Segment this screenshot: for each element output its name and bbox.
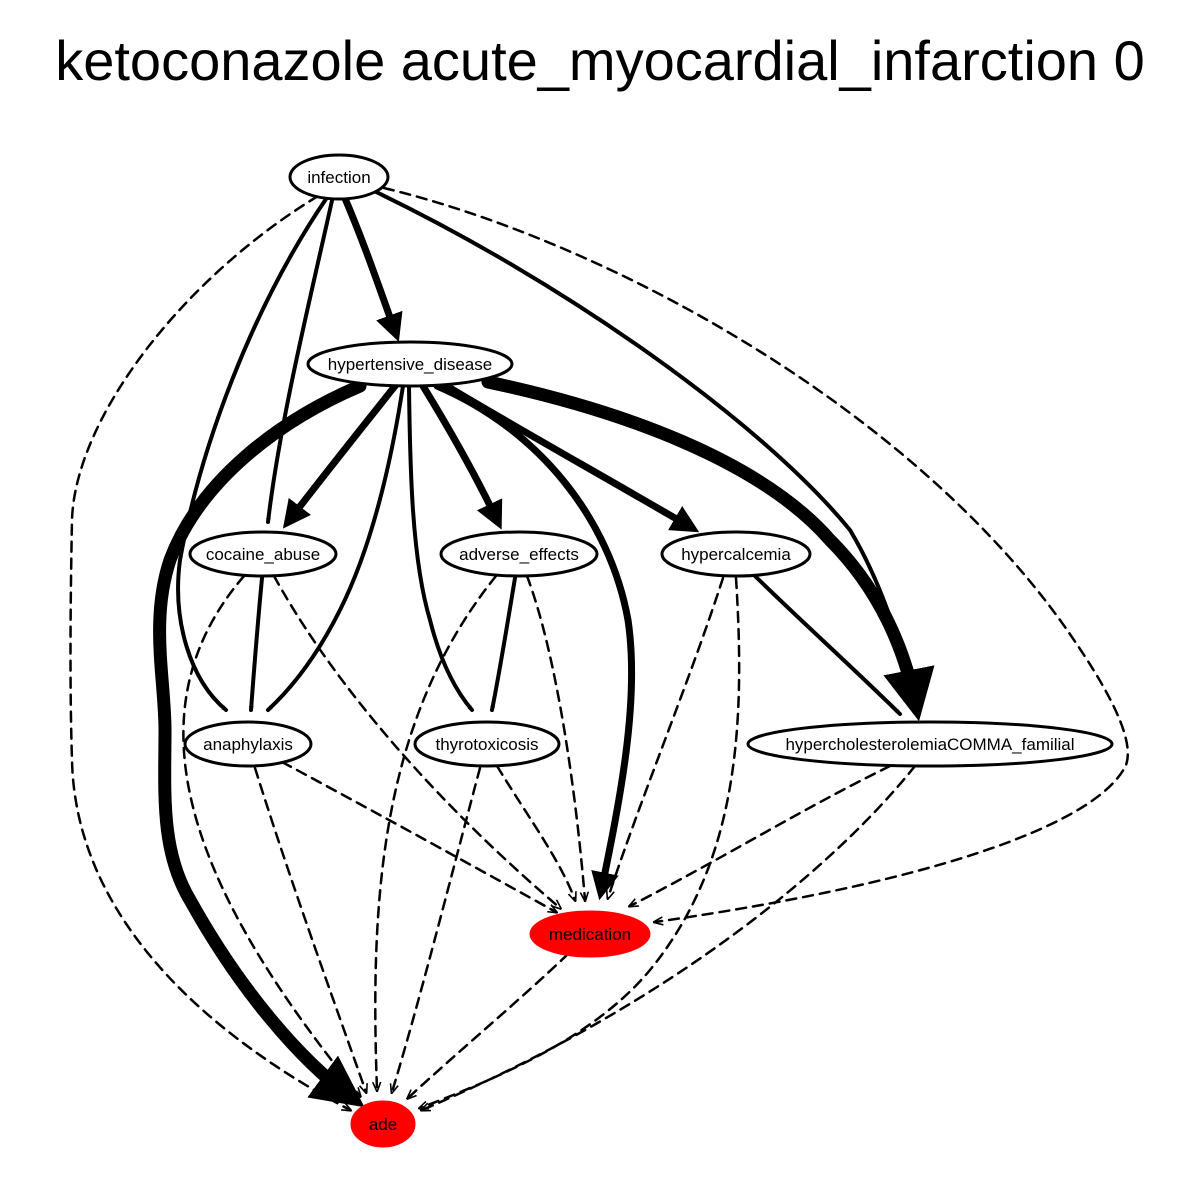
node-label-infection: infection: [307, 168, 370, 187]
edge-hyperchol-to-ade: [422, 764, 917, 1110]
node-label-hypercholesterolemia: hypercholesterolemiaCOMMA_familial: [785, 735, 1074, 754]
node-label-medication: medication: [549, 925, 631, 944]
edge-infection-to-hyperchol: [370, 188, 917, 704]
edge-hypertensive-to-cocaine: [282, 382, 399, 529]
edge-anaphylaxis-to-ade: [253, 766, 366, 1092]
edge-anaphylaxis-to-medication: [280, 760, 556, 912]
edge-hypercalcemia-to-ade: [420, 576, 741, 1108]
node-medication: medication: [529, 910, 651, 958]
nodes: infection hypertensive_disease cocaine_a…: [183, 153, 1114, 1148]
edge-hypercalcemia-to-hyperchol: [753, 574, 902, 716]
edge-hypertensive-to-thyrotoxicosis: [407, 384, 474, 712]
node-label-hypercalcemia: hypercalcemia: [681, 545, 791, 564]
edge-infection-to-medication: [382, 186, 1130, 922]
edge-hyperchol-to-medication: [630, 764, 892, 906]
edge-hypertensive-to-anaphylaxis: [266, 384, 405, 712]
node-cocaine-abuse: cocaine_abuse: [188, 530, 338, 578]
edge-cocaine-to-medication: [272, 574, 560, 908]
edge-infection-to-hypertensive: [340, 192, 403, 342]
node-label-hypertensive-disease: hypertensive_disease: [328, 355, 492, 374]
edge-infection-to-cocaine: [265, 194, 335, 524]
edge-infection-to-ade: [69, 194, 351, 1110]
edge-hypertensive-to-medication: [433, 382, 636, 901]
edge-medication-to-ade: [408, 952, 570, 1098]
node-label-cocaine-abuse: cocaine_abuse: [206, 545, 320, 564]
edge-adverse-to-thyrotoxicosis: [490, 576, 517, 712]
edges: [69, 186, 1130, 1110]
node-infection: infection: [288, 153, 390, 201]
diagram-title: ketoconazole acute_myocardial_infarction…: [55, 29, 1145, 92]
node-label-ade: ade: [369, 1115, 397, 1134]
edge-thyrotoxicosis-to-medication: [495, 764, 575, 900]
node-ade: ade: [350, 1100, 416, 1148]
edge-cocaine-to-anaphylaxis: [248, 576, 264, 712]
edge-thyrotoxicosis-to-ade: [392, 766, 482, 1092]
node-anaphylaxis: anaphylaxis: [183, 720, 313, 768]
node-label-thyrotoxicosis: thyrotoxicosis: [436, 735, 539, 754]
edge-hypertensive-to-adverse: [419, 382, 503, 530]
node-hypercalcemia: hypercalcemia: [660, 530, 812, 578]
node-hypercholesterolemia: hypercholesterolemiaCOMMA_familial: [746, 720, 1114, 768]
edge-adverse-to-medication: [525, 574, 585, 900]
edge-hypercalcemia-to-medication: [608, 576, 725, 898]
edge-hypertensive-to-hyperchol: [481, 375, 935, 722]
edge-adverse-to-ade: [375, 574, 498, 1090]
edge-cocaine-to-ade: [182, 574, 360, 1096]
node-adverse-effects: adverse_effects: [439, 530, 599, 578]
node-label-anaphylaxis: anaphylaxis: [203, 735, 293, 754]
edge-hypertensive-to-ade: [153, 379, 367, 1108]
node-hypertensive-disease: hypertensive_disease: [306, 340, 514, 388]
node-thyrotoxicosis: thyrotoxicosis: [413, 720, 561, 768]
node-label-adverse-effects: adverse_effects: [459, 545, 579, 564]
